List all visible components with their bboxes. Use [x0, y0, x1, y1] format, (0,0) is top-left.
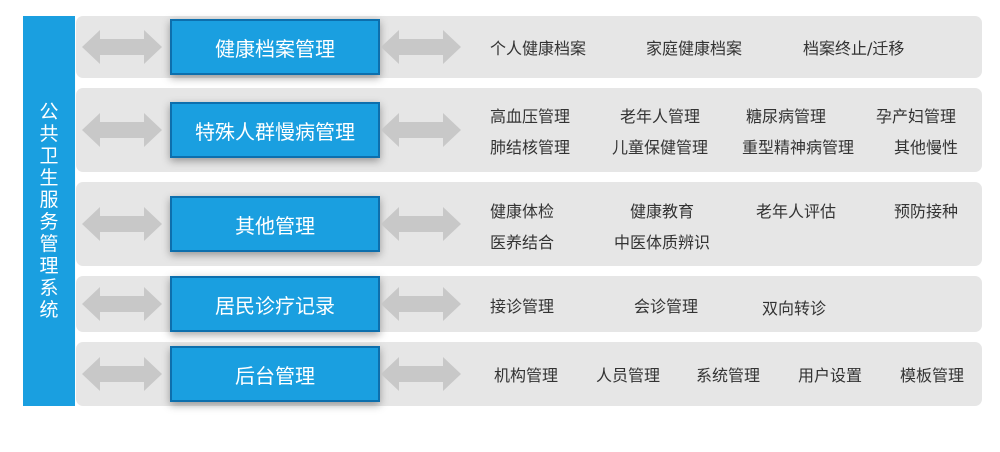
feature-list: 接诊管理 会诊管理 双向转诊 — [456, 276, 982, 332]
feature-item[interactable]: 其他慢性 — [894, 138, 959, 157]
feature-item[interactable]: 机构管理 — [494, 366, 559, 385]
double-arrow-icon — [381, 357, 461, 391]
double-arrow-icon — [381, 30, 461, 64]
module-box[interactable]: 其他管理 — [170, 196, 380, 252]
feature-item[interactable]: 重型精神病管理 — [742, 138, 855, 157]
double-arrow-icon — [82, 207, 162, 241]
module-box[interactable]: 居民诊疗记录 — [170, 276, 380, 332]
row-other-management: 其他管理 健康体检 健康教育 老年人评估 预防接种 医养结合 中医体质辨识 — [76, 182, 982, 266]
feature-item[interactable]: 人员管理 — [596, 366, 661, 385]
double-arrow-icon — [82, 287, 162, 321]
feature-item[interactable]: 健康体检 — [490, 202, 555, 221]
feature-list: 个人健康档案 家庭健康档案 档案终止/迁移 — [456, 16, 982, 78]
feature-item[interactable]: 家庭健康档案 — [646, 39, 743, 58]
feature-item[interactable]: 会诊管理 — [634, 297, 699, 316]
feature-item[interactable]: 儿童保健管理 — [612, 138, 709, 157]
feature-item[interactable]: 系统管理 — [696, 366, 761, 385]
row-special-chronic: 特殊人群慢病管理 高血压管理 老年人管理 糖尿病管理 孕产妇管理 肺结核管理 儿… — [76, 88, 982, 172]
feature-item[interactable]: 接诊管理 — [490, 297, 555, 316]
feature-item[interactable]: 档案终止/迁移 — [803, 39, 905, 58]
feature-list: 机构管理 人员管理 系统管理 用户设置 模板管理 — [456, 342, 982, 406]
row-health-records: 健康档案管理 个人健康档案 家庭健康档案 档案终止/迁移 — [76, 16, 982, 78]
double-arrow-icon — [82, 30, 162, 64]
feature-item[interactable]: 老年人管理 — [620, 107, 701, 126]
feature-item[interactable]: 孕产妇管理 — [876, 107, 957, 126]
feature-list: 健康体检 健康教育 老年人评估 预防接种 医养结合 中医体质辨识 — [456, 182, 982, 266]
feature-item[interactable]: 肺结核管理 — [490, 138, 571, 157]
double-arrow-icon — [82, 357, 162, 391]
feature-item[interactable]: 医养结合 — [490, 233, 555, 252]
module-box[interactable]: 特殊人群慢病管理 — [170, 102, 380, 158]
double-arrow-icon — [381, 207, 461, 241]
feature-item[interactable]: 中医体质辨识 — [614, 233, 711, 252]
feature-item[interactable]: 预防接种 — [894, 202, 959, 221]
feature-item[interactable]: 用户设置 — [798, 366, 863, 385]
system-title-bar: 公共卫生服务管理系统 — [23, 16, 75, 406]
system-title: 公共卫生服务管理系统 — [39, 101, 59, 321]
feature-item[interactable]: 高血压管理 — [490, 107, 571, 126]
feature-item[interactable]: 健康教育 — [630, 202, 695, 221]
feature-item[interactable]: 双向转诊 — [762, 299, 827, 318]
module-box[interactable]: 健康档案管理 — [170, 19, 380, 75]
feature-item[interactable]: 糖尿病管理 — [746, 107, 827, 126]
feature-item[interactable]: 老年人评估 — [756, 202, 837, 221]
double-arrow-icon — [82, 113, 162, 147]
module-box[interactable]: 后台管理 — [170, 346, 380, 402]
row-resident-records: 居民诊疗记录 接诊管理 会诊管理 双向转诊 — [76, 276, 982, 332]
feature-item[interactable]: 个人健康档案 — [490, 39, 587, 58]
feature-item[interactable]: 模板管理 — [900, 366, 965, 385]
row-backend: 后台管理 机构管理 人员管理 系统管理 用户设置 模板管理 — [76, 342, 982, 406]
double-arrow-icon — [381, 287, 461, 321]
feature-list: 高血压管理 老年人管理 糖尿病管理 孕产妇管理 肺结核管理 儿童保健管理 重型精… — [456, 88, 982, 172]
double-arrow-icon — [381, 113, 461, 147]
